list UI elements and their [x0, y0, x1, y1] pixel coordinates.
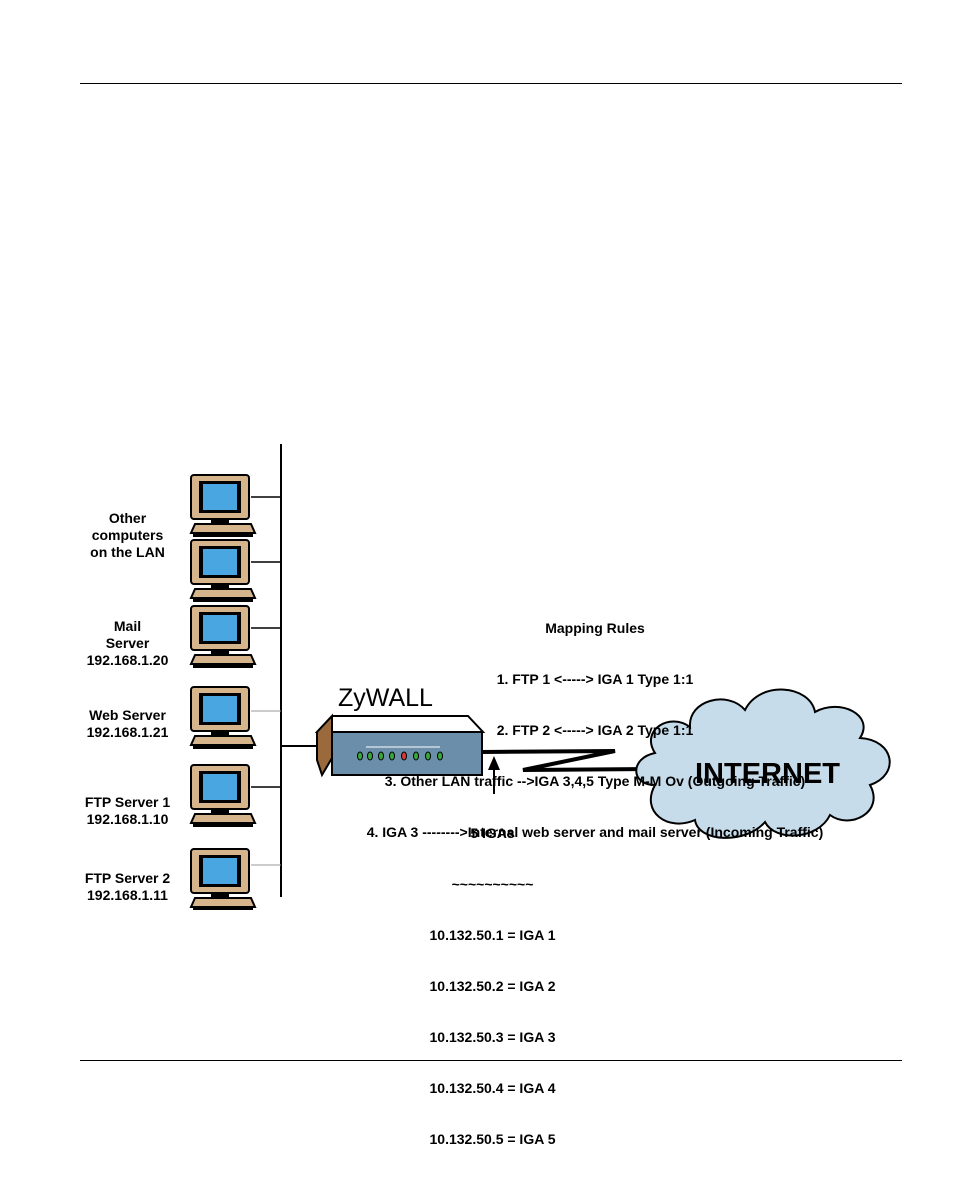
header-rule: [80, 83, 902, 84]
mapping-rule: 3. Other LAN traffic -->IGA 3,4,5 Type M…: [384, 773, 806, 789]
computer-label-mail: Mail Server 192.168.1.20: [86, 618, 169, 668]
mapping-rule: 1. FTP 1 <-----> IGA 1 Type 1:1: [496, 671, 694, 687]
mapping-rules: Mapping Rules 1. FTP 1 <-----> IGA 1 Typ…: [310, 586, 880, 875]
iga-item: 10.132.50.1 = IGA 1: [429, 927, 556, 943]
iga-item: 10.132.50.4 = IGA 4: [429, 1080, 556, 1096]
zywall-device-icon: [314, 713, 486, 778]
network-diagram: Other computers on the LAN Mail Server 1…: [70, 440, 910, 1147]
computer-icon: [190, 686, 256, 750]
diagram-graphics: [190, 444, 891, 910]
iga-item: 10.132.50.3 = IGA 3: [429, 1029, 556, 1045]
computer-icon: [190, 848, 256, 910]
mapping-rule: 4. IGA 3 -------->Internal web server an…: [366, 824, 824, 840]
arrow-up-icon: [488, 756, 500, 794]
mapping-rules-title: Mapping Rules: [545, 620, 645, 636]
computer-icon: [190, 474, 256, 538]
iga-title: 5 IGAs: [470, 825, 515, 841]
iga-item: 10.132.50.5 = IGA 5: [429, 1131, 556, 1147]
iga-list: 5 IGAs ~~~~~~~~~~ 10.132.50.1 = IGA 1 10…: [425, 791, 560, 1182]
wan-link: [481, 749, 663, 772]
computer-label-ftp1: FTP Server 1 192.168.1.10: [84, 794, 171, 827]
internet-cloud-icon: [635, 688, 891, 839]
computer-label-web: Web Server 192.168.1.21: [86, 707, 169, 740]
computer-label-ftp2: FTP Server 2 192.168.1.11: [84, 870, 171, 903]
footer-rule: [80, 1060, 902, 1061]
computer-icon: [190, 605, 256, 669]
computer-icon: [190, 764, 256, 828]
iga-separator: ~~~~~~~~~~: [451, 876, 534, 892]
mapping-rule: 2. FTP 2 <-----> IGA 2 Type 1:1: [496, 722, 694, 738]
iga-item: 10.132.50.2 = IGA 2: [429, 978, 556, 994]
internet-label: INTERNET: [695, 758, 840, 790]
device-name: ZyWALL: [338, 684, 433, 712]
computer-label-other: Other computers on the LAN: [90, 510, 165, 560]
computer-icon: [190, 539, 256, 603]
